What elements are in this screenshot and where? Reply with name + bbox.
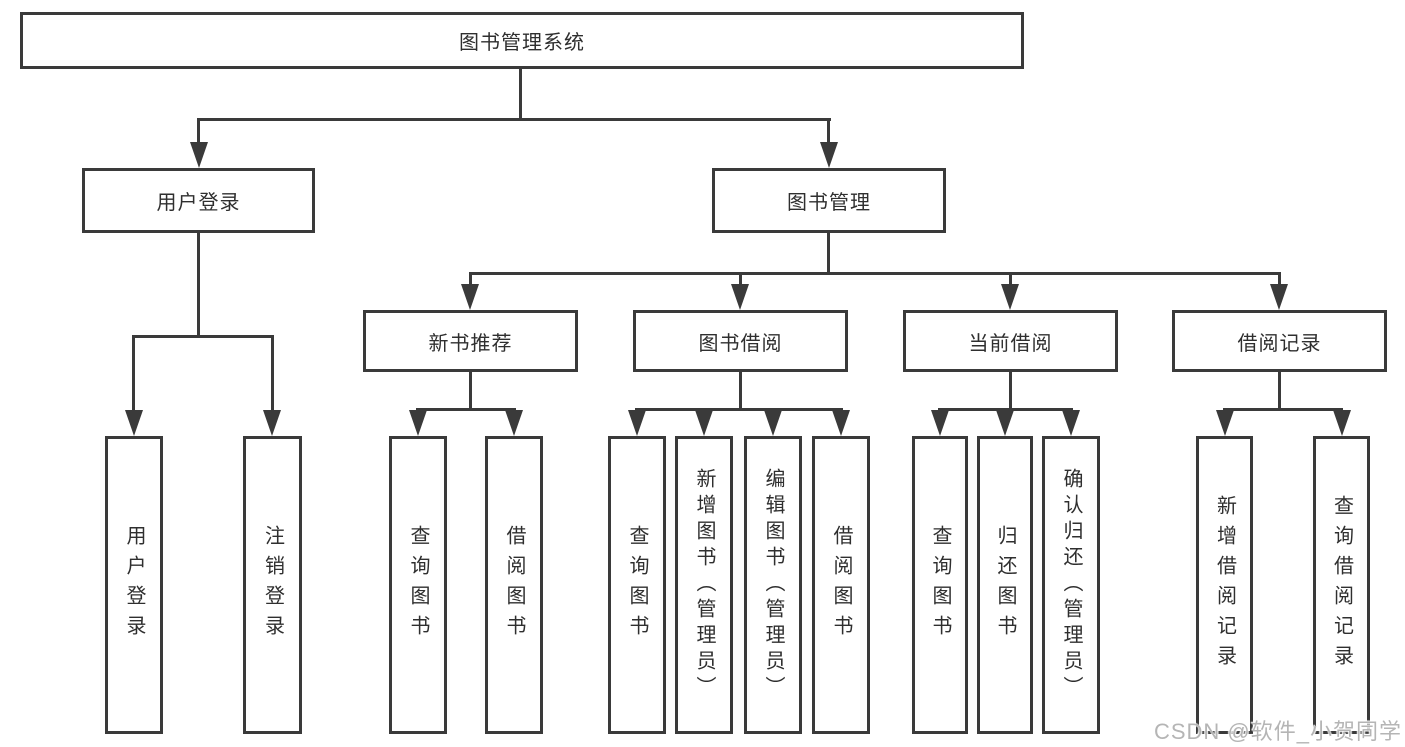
node-user-login-label: 用户登录 [156, 192, 241, 214]
connector-line [271, 335, 274, 413]
arrow-down [731, 284, 749, 310]
leaf-borrow-query-books: 查询图书 [608, 436, 666, 734]
arrow-down [125, 410, 143, 436]
connector-line [197, 231, 200, 338]
node-current-borrow-label: 当前借阅 [968, 332, 1053, 355]
leaf-confirm-return-admin: 确认归还（管理员） [1042, 436, 1100, 734]
leaf-confirm-return-admin-label: 确认归还（管理员） [1060, 468, 1082, 702]
watermark: CSDN @软件_小贺同学 [1153, 719, 1402, 744]
leaf-recommend-borrow-books: 借阅图书 [485, 436, 543, 734]
node-new-book-recommend-label: 新书推荐 [428, 332, 513, 355]
node-user-login: 用户登录 [82, 168, 315, 233]
leaf-recommend-borrow-books-label: 借阅图书 [503, 525, 525, 645]
node-borrow-records-label: 借阅记录 [1237, 332, 1322, 355]
connector-line [197, 118, 200, 146]
leaf-recommend-query-books-label: 查询图书 [407, 525, 429, 645]
arrow-down [461, 284, 479, 310]
node-new-book-recommend: 新书推荐 [363, 310, 578, 372]
leaf-user-login: 用户登录 [105, 436, 163, 734]
arrow-down [695, 410, 713, 436]
node-root-label: 图书管理系统 [459, 32, 585, 54]
node-current-borrow: 当前借阅 [903, 310, 1118, 372]
arrow-down [996, 410, 1014, 436]
leaf-recommend-query-books: 查询图书 [389, 436, 447, 734]
arrow-down [263, 410, 281, 436]
connector-line [132, 335, 274, 338]
node-book-management-label: 图书管理 [787, 192, 871, 214]
arrow-down [1270, 284, 1288, 310]
leaf-borrow-books-label: 借阅图书 [830, 525, 852, 645]
arrow-down [1062, 410, 1080, 436]
leaf-edit-book-admin: 编辑图书（管理员） [744, 436, 802, 734]
leaf-borrow-books: 借阅图书 [812, 436, 870, 734]
leaf-add-borrow-record-label: 新增借阅记录 [1213, 495, 1236, 675]
node-root: 图书管理系统 [20, 12, 1024, 69]
leaf-query-borrow-record: 查询借阅记录 [1313, 436, 1370, 734]
arrow-down [832, 410, 850, 436]
node-book-borrow-label: 图书借阅 [698, 332, 783, 355]
arrow-down [190, 142, 208, 168]
node-book-borrow: 图书借阅 [633, 310, 848, 372]
leaf-current-query-books-label: 查询图书 [929, 525, 951, 645]
leaf-return-books: 归还图书 [977, 436, 1033, 734]
connector-line [739, 272, 742, 288]
connector-line [416, 408, 516, 411]
node-book-management: 图书管理 [712, 168, 946, 233]
connector-line [469, 272, 472, 288]
leaf-user-login-label: 用户登录 [123, 525, 145, 645]
arrow-down [628, 410, 646, 436]
leaf-add-book-admin-label: 新增图书（管理员） [693, 468, 715, 702]
leaf-query-borrow-record-label: 查询借阅记录 [1330, 495, 1353, 675]
leaf-return-books-label: 归还图书 [994, 525, 1016, 645]
leaf-add-borrow-record: 新增借阅记录 [1196, 436, 1253, 734]
arrow-down [1333, 410, 1351, 436]
leaf-edit-book-admin-label: 编辑图书（管理员） [762, 468, 784, 702]
connector-line [635, 408, 843, 411]
arrow-down [1216, 410, 1234, 436]
connector-line [1223, 408, 1343, 411]
connector-line [827, 231, 830, 275]
arrow-down [820, 142, 838, 168]
connector-line [132, 335, 135, 413]
connector-line [1009, 372, 1012, 410]
arrow-down [505, 410, 523, 436]
leaf-borrow-query-books-label: 查询图书 [626, 525, 648, 645]
connector-line [827, 118, 830, 146]
connector-line [197, 118, 831, 121]
connector-line [1278, 372, 1281, 410]
leaf-logout: 注销登录 [243, 436, 302, 734]
node-borrow-records: 借阅记录 [1172, 310, 1387, 372]
connector-line [469, 272, 1281, 275]
arrow-down [931, 410, 949, 436]
connector-line [739, 372, 742, 410]
connector-line [519, 69, 522, 121]
leaf-add-book-admin: 新增图书（管理员） [675, 436, 733, 734]
leaf-current-query-books: 查询图书 [912, 436, 968, 734]
connector-line [1009, 272, 1012, 288]
arrow-down [409, 410, 427, 436]
connector-line [469, 372, 472, 410]
arrow-down [1001, 284, 1019, 310]
connector-line [1278, 272, 1281, 288]
arrow-down [764, 410, 782, 436]
leaf-logout-label: 注销登录 [261, 525, 284, 645]
